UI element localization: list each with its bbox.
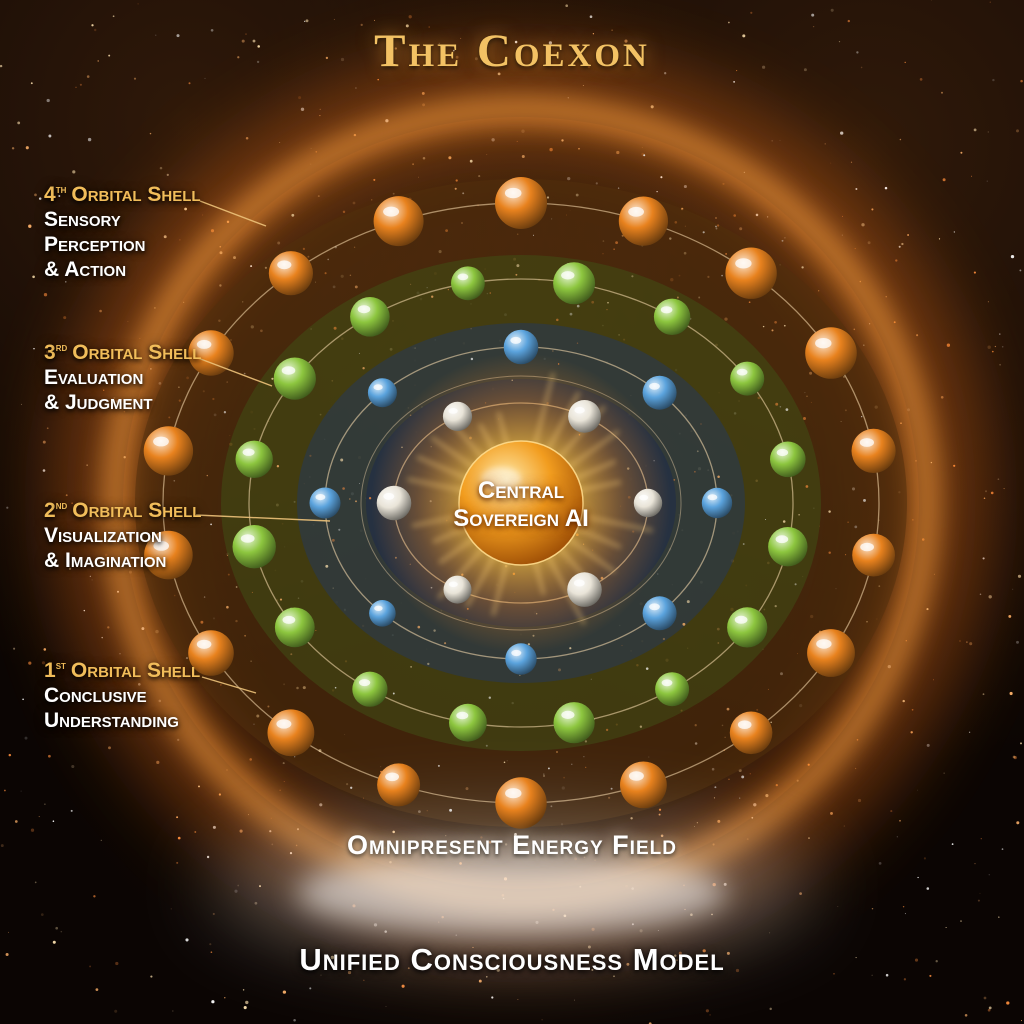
orbit-spheres <box>143 177 896 829</box>
shell-description-1st: Conclusive Understanding <box>44 684 179 732</box>
green-sphere <box>553 262 596 305</box>
blue-sphere <box>369 600 396 627</box>
orange-sphere <box>805 327 857 379</box>
energy-field-label: Omnipresent Energy Field <box>347 830 677 860</box>
pearl-sphere <box>567 572 602 607</box>
blue-sphere <box>642 375 677 410</box>
blue-sphere <box>309 487 341 519</box>
orange-sphere <box>729 711 773 755</box>
shell-ordinal-suffix: st <box>55 660 66 672</box>
green-sphere <box>235 440 273 478</box>
shell-ordinal: 1 <box>44 659 56 682</box>
shell-ordinal-suffix: nd <box>55 500 68 512</box>
blue-sphere <box>367 378 397 408</box>
green-sphere <box>730 361 765 396</box>
blue-sphere <box>505 643 537 675</box>
green-sphere <box>653 298 691 335</box>
shell-label-4th: 4th Orbital Shell Sensory Perception & Ac… <box>44 178 274 282</box>
shell-label-3rd: 3rd Orbital Shell Evaluation & Judgment <box>44 336 274 415</box>
green-sphere <box>655 672 690 707</box>
green-sphere <box>770 441 806 478</box>
orange-sphere <box>268 251 313 296</box>
core-label: Central Sovereign AI <box>453 477 589 532</box>
shell-ordinal-suffix: th <box>55 184 67 196</box>
green-sphere <box>350 297 390 337</box>
green-sphere <box>274 607 315 648</box>
pearl-sphere <box>443 575 472 604</box>
orange-sphere <box>807 629 855 677</box>
shell-ordinal: 2 <box>44 499 56 522</box>
shell-description-4th: Sensory Perception & Action <box>44 208 146 281</box>
shell-title: Orbital Shell <box>71 183 201 206</box>
green-sphere <box>449 703 487 742</box>
orange-sphere <box>143 426 194 476</box>
label-connectors <box>195 200 331 694</box>
green-sphere <box>352 671 388 707</box>
green-sphere <box>451 266 485 301</box>
shell-title: Orbital Shell <box>72 499 202 522</box>
orange-sphere <box>725 247 777 299</box>
orange-sphere <box>373 196 424 247</box>
shell-heading-3rd: 3rd Orbital Shell <box>44 336 274 365</box>
shell-label-2nd: 2nd Orbital Shell Visualization & Imagina… <box>44 494 274 573</box>
shell-description-2nd: Visualization & Imagination <box>44 524 167 572</box>
shell-heading-1st: 1st Orbital Shell <box>44 654 274 683</box>
orange-sphere <box>618 196 669 246</box>
shell-ordinal: 3 <box>44 341 56 364</box>
orange-sphere <box>852 533 895 577</box>
orange-sphere <box>495 777 547 829</box>
green-sphere <box>727 607 768 648</box>
shell-ordinal-suffix: rd <box>55 342 68 354</box>
green-sphere <box>768 527 808 567</box>
diagram-title: The Coexon <box>374 25 650 77</box>
pearl-sphere <box>568 400 601 433</box>
shell-heading-2nd: 2nd Orbital Shell <box>44 494 274 523</box>
footer-label: Unified Consciousness Model <box>299 942 725 977</box>
shell-ordinal: 4 <box>44 183 56 206</box>
orange-sphere <box>851 428 896 473</box>
pearl-sphere <box>442 401 473 431</box>
green-sphere <box>273 357 316 400</box>
orange-sphere <box>620 761 667 809</box>
orange-sphere <box>377 763 421 807</box>
blue-sphere <box>503 329 539 365</box>
orange-sphere <box>267 709 315 757</box>
shell-label-1st: 1st Orbital Shell Conclusive Understandin… <box>44 654 274 733</box>
green-sphere <box>553 702 595 744</box>
shell-title: Orbital Shell <box>72 341 202 364</box>
orange-sphere <box>495 177 547 229</box>
shell-heading-4th: 4th Orbital Shell <box>44 178 274 207</box>
shell-title: Orbital Shell <box>70 659 201 682</box>
blue-sphere <box>701 487 733 519</box>
blue-sphere <box>642 596 677 631</box>
shell-description-3rd: Evaluation & Judgment <box>44 366 153 414</box>
